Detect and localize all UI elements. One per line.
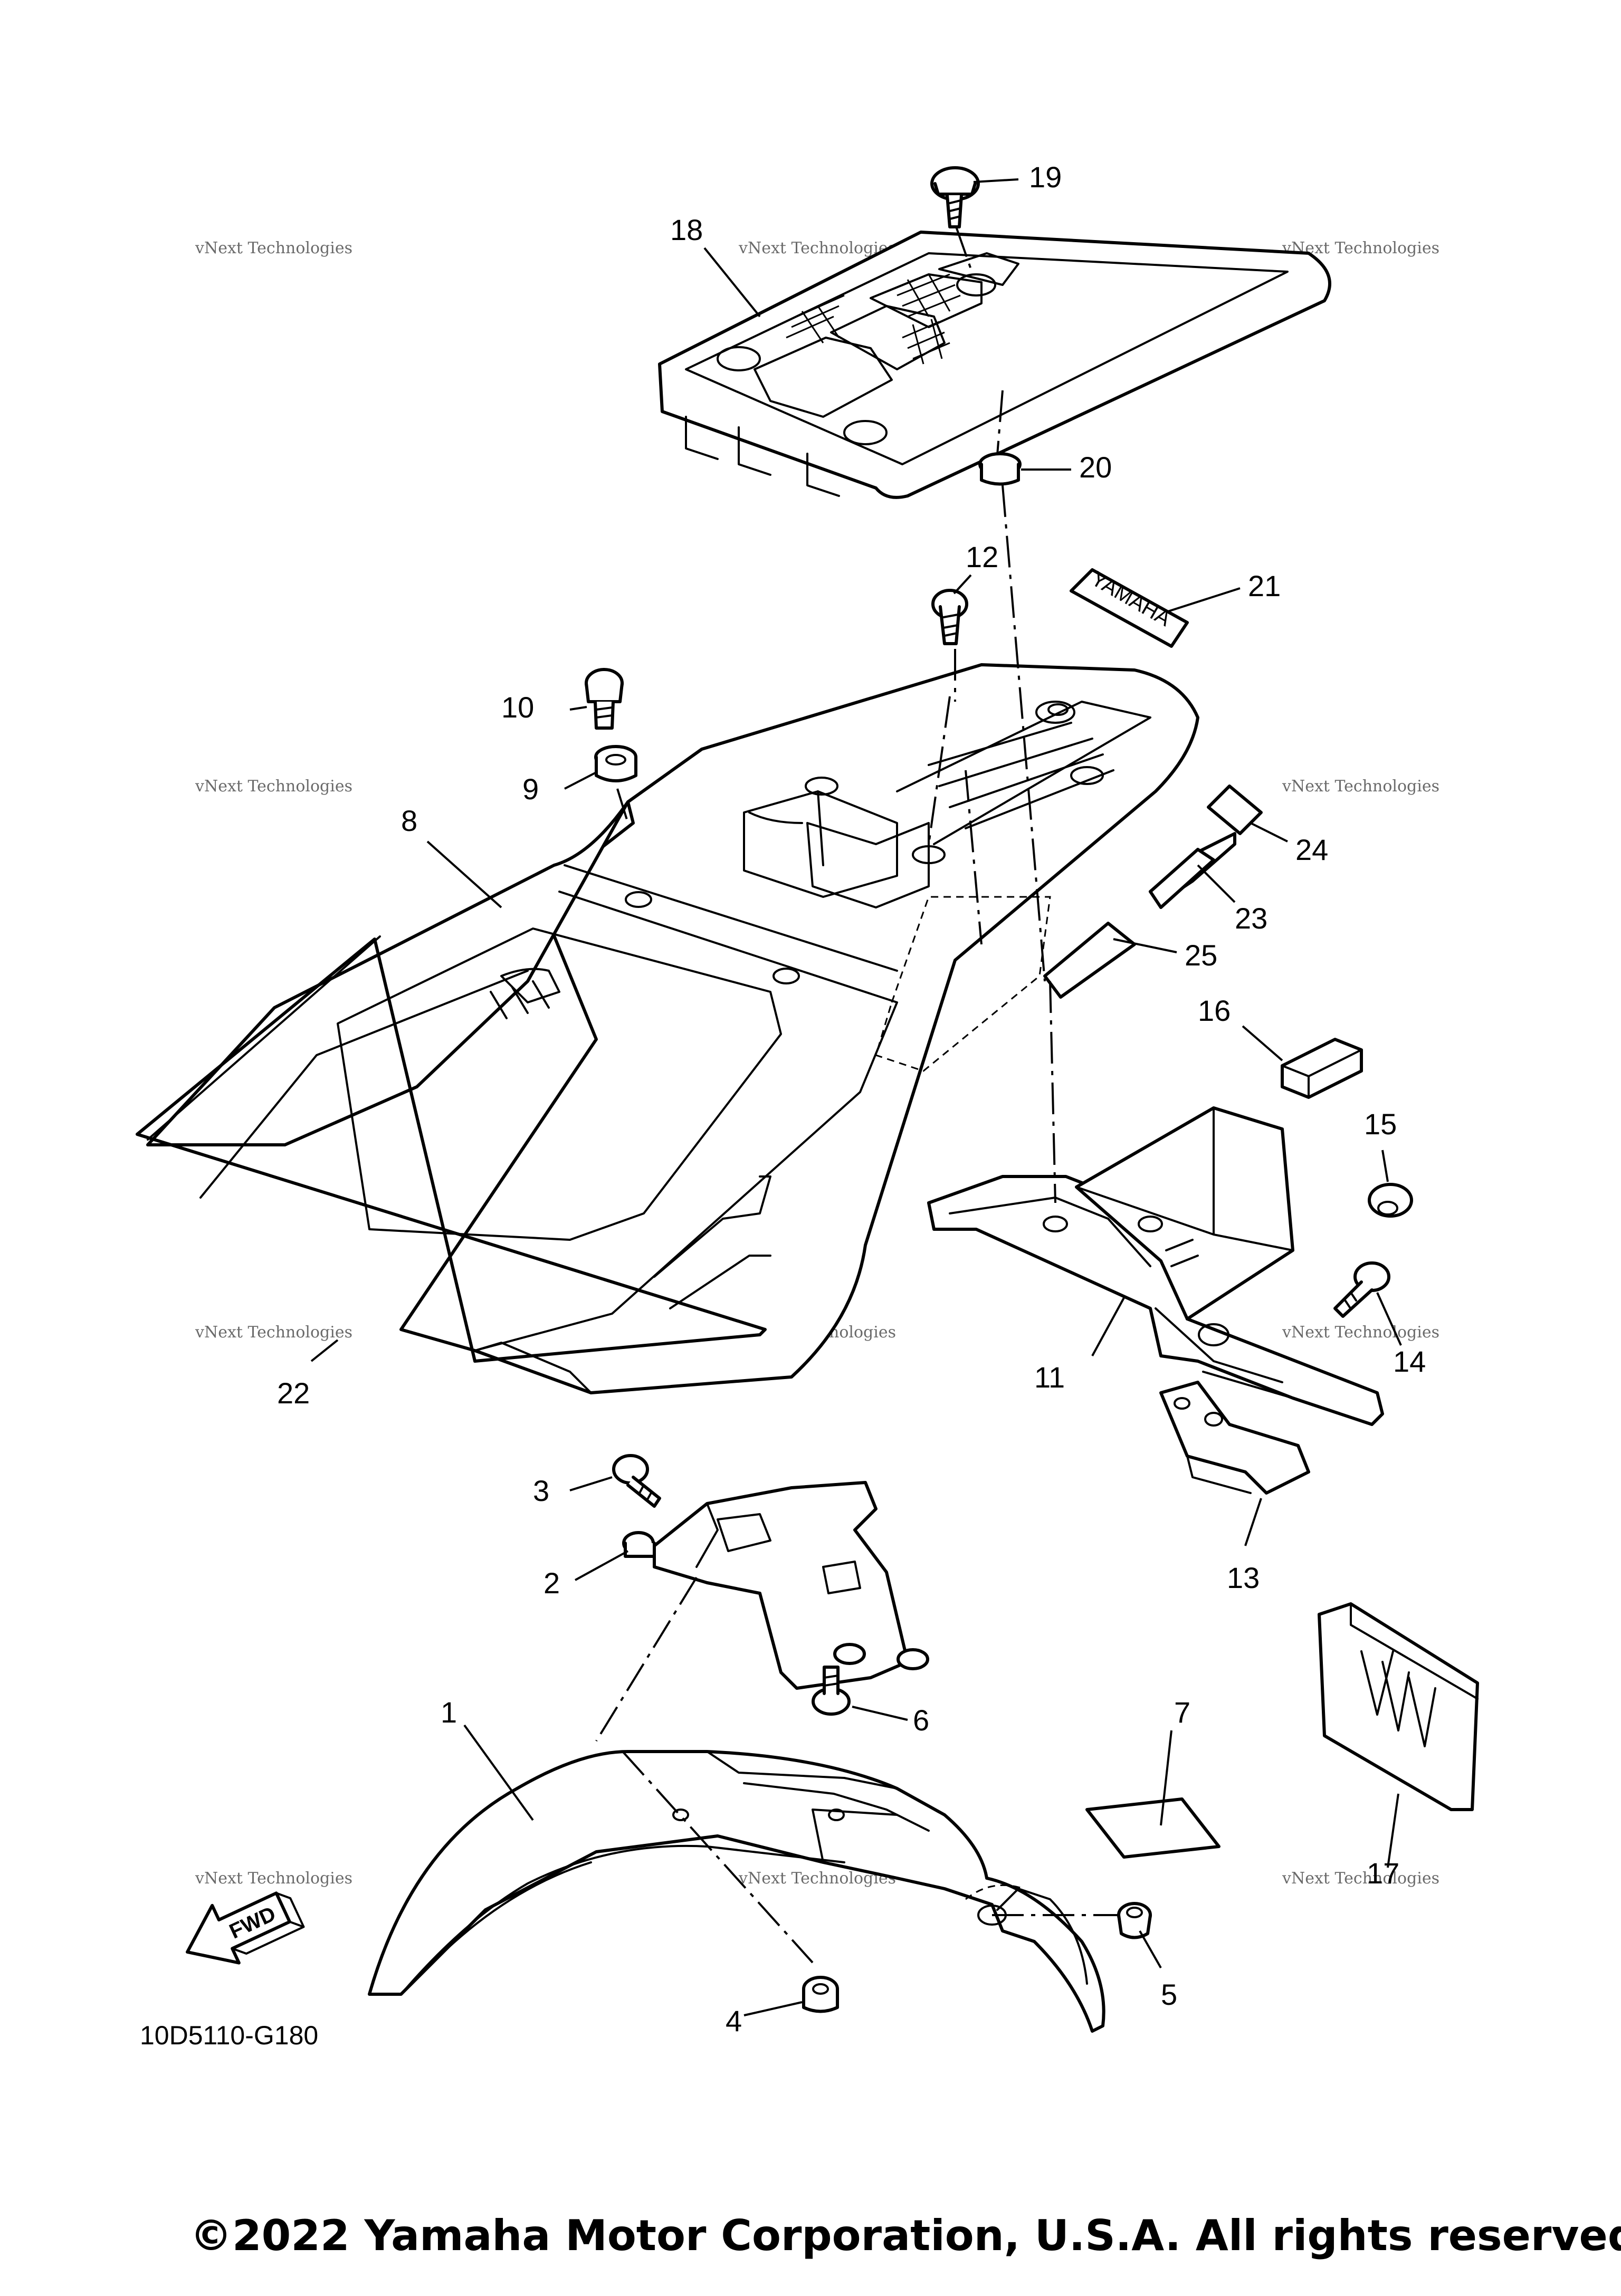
part-7-plate [1085,1797,1220,1859]
part-23-decal [1149,832,1236,909]
callout-5: 5 [1161,1978,1177,2011]
part-8-rear-cowl [146,663,1199,1394]
callout-23: 23 [1235,902,1267,935]
callout-19: 19 [1029,160,1062,194]
part-5-grommet [1117,1902,1152,1939]
svg-text:vNext Technologies: vNext Technologies [738,239,896,257]
callout-1: 1 [441,1696,457,1729]
callout-24: 24 [1295,833,1328,866]
callout-14: 14 [1393,1345,1426,1378]
part-25-decal [1043,922,1136,999]
callout-4: 4 [726,2004,742,2037]
part-9-grommet [594,745,637,782]
watermark: vNext Technologies [1282,1869,1439,1888]
svg-text:vNext Technologies: vNext Technologies [195,1323,352,1342]
callout-9: 9 [522,772,539,806]
copyright-notice: ©2022 Yamaha Motor Corporation, U.S.A. A… [190,2211,1621,2260]
watermark: vNext Technologies [195,1323,352,1342]
diagram-code: 10D5110-G180 [140,2021,318,2050]
part-13-bracket [1159,1381,1310,1495]
part-4-nut [802,1976,839,2013]
part-22-side-decal [136,935,767,1363]
callout-25: 25 [1185,939,1217,972]
svg-text:vNext Technologies: vNext Technologies [1282,777,1439,796]
svg-text:vNext Technologies: vNext Technologies [195,239,352,257]
part-10-bolt [585,668,624,730]
part-6-bolt [812,1666,851,1716]
part-14-bolt [1333,1261,1390,1318]
part-17-guard [1318,1602,1479,1811]
part-15-nut [1368,1183,1413,1218]
callout-22: 22 [277,1376,310,1410]
svg-text:vNext Technologies: vNext Technologies [195,777,352,796]
callout-6: 6 [913,1704,929,1737]
part-20-grommet [978,390,1022,486]
watermark: vNext Technologies [195,1869,352,1888]
svg-text:vNext Technologies: vNext Technologies [1282,1323,1439,1342]
callout-18: 18 [670,213,703,246]
callout-13: 13 [1227,1561,1260,1594]
part-18-carrier [658,231,1331,499]
watermark: vNext Technologies [195,777,352,796]
callout-16: 16 [1198,994,1231,1027]
callout-3: 3 [533,1474,549,1507]
watermark: vNext Technologies [738,239,896,257]
watermark: vNext Technologies [1282,1323,1439,1342]
part-12-bolt [931,589,968,645]
part-24-decal [1207,785,1263,835]
callout-8: 8 [401,804,417,837]
part-11-rear-fender [927,1106,1384,1426]
callout-7: 7 [1174,1696,1190,1729]
watermark: vNext Technologies [195,239,352,257]
callout-21: 21 [1248,569,1281,602]
leader-lines [310,178,1402,2016]
part-2-bracket [622,1481,929,1690]
svg-text:vNext Technologies: vNext Technologies [1282,1869,1439,1888]
part-3-bolt [612,1454,661,1508]
callout-11: 11 [1034,1361,1065,1394]
callout-2: 2 [543,1566,560,1600]
callout-15: 15 [1364,1107,1397,1141]
callout-12: 12 [966,540,998,573]
watermark: vNext Technologies [1282,777,1439,796]
centerlines [595,485,1119,1964]
part-21-yamaha-decal: YAMAHA [1070,567,1189,648]
part-1-front-fender [368,1750,1105,2033]
part-16-block [1281,1038,1363,1099]
callouts: 19 18 20 12 21 10 9 8 24 23 25 16 15 14 … [277,160,1426,2037]
svg-text:vNext Technologies: vNext Technologies [195,1869,352,1888]
part-19-bolt [930,166,980,270]
callout-17: 17 [1367,1857,1399,1890]
fwd-arrow-icon: FWD [186,1891,305,1965]
callout-20: 20 [1079,451,1112,484]
callout-10: 10 [501,691,534,724]
